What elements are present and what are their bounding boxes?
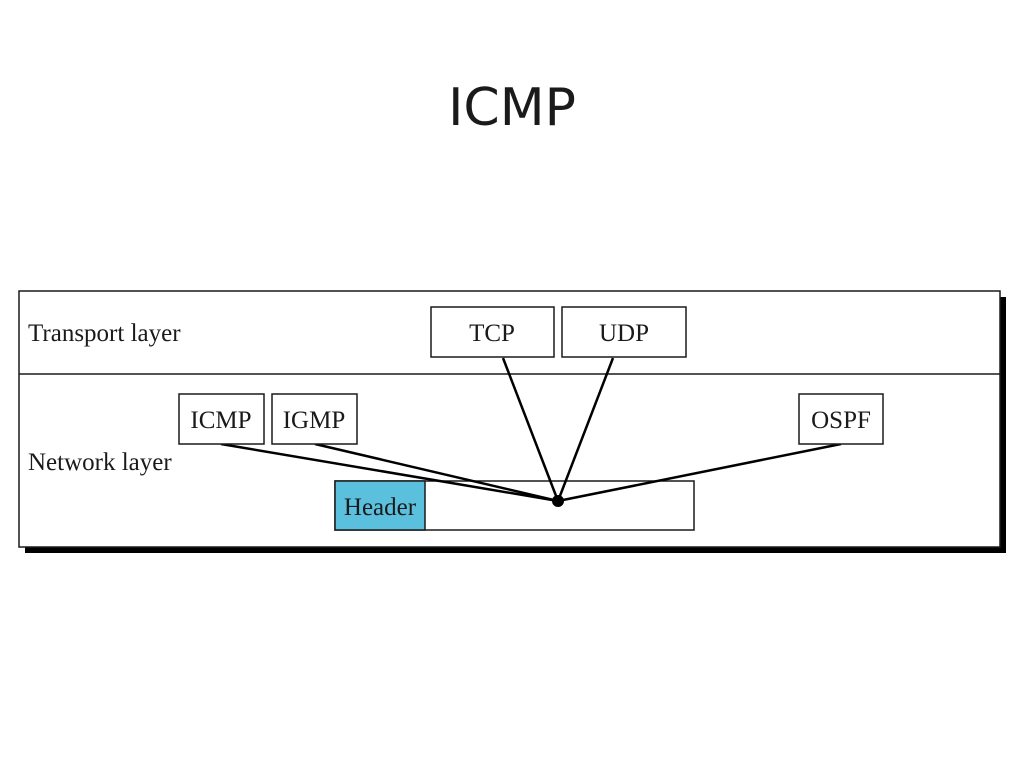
icmp-label: ICMP <box>190 407 251 434</box>
icmp-link <box>220 442 559 503</box>
udp-label: UDP <box>599 320 649 347</box>
udp-link <box>556 357 615 502</box>
igmp-box: IGMP <box>271 393 358 445</box>
transport-layer-label: Transport layer <box>28 320 181 347</box>
tcp-label: TCP <box>469 320 515 347</box>
icmp-box: ICMP <box>178 393 265 445</box>
tcp-link <box>501 357 560 502</box>
tcp-box: TCP <box>430 306 555 358</box>
ospf-label: OSPF <box>811 407 871 434</box>
multiplex-point <box>552 495 564 507</box>
header-label: Header <box>344 494 417 521</box>
igmp-label: IGMP <box>283 407 346 434</box>
igmp-link <box>314 442 559 503</box>
header-box <box>334 480 426 531</box>
ospf-link <box>557 442 842 503</box>
slide-title: ICMP <box>448 78 576 138</box>
network-layer-label: Network layer <box>28 449 172 476</box>
udp-box: UDP <box>561 306 687 358</box>
ospf-box: OSPF <box>798 393 884 445</box>
